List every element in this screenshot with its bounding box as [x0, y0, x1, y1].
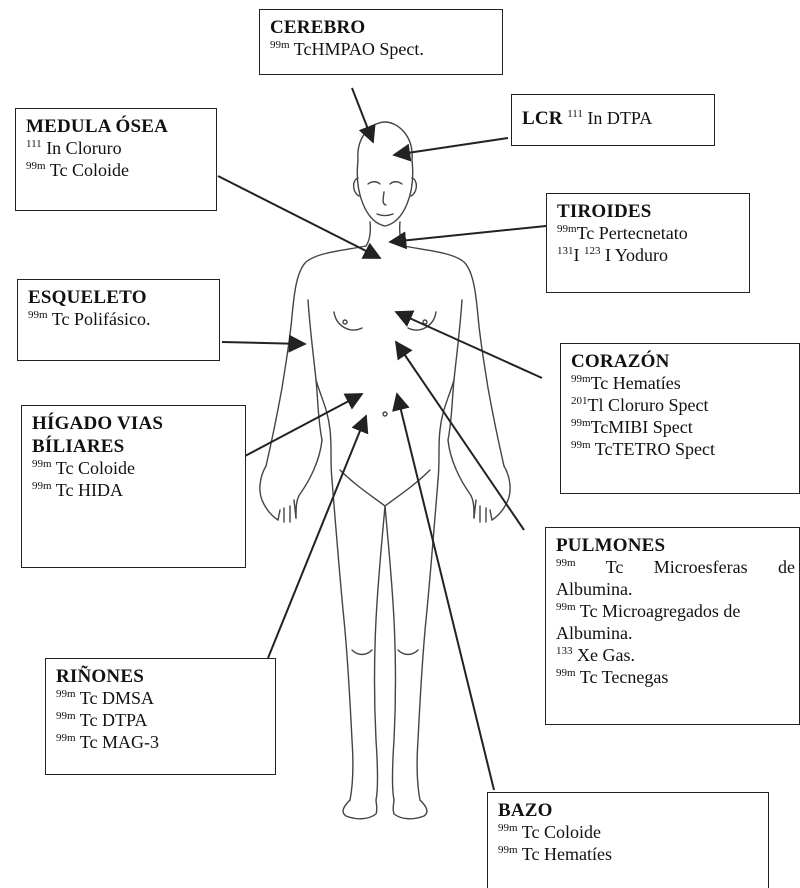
higado-title-1: HÍGADO VIAS — [32, 412, 235, 435]
tiroides-line-2: 131I 123 I Yoduro — [557, 245, 739, 267]
rinones-line-1: 99m Tc DMSA — [56, 688, 265, 710]
box-pulmones: PULMONES 99m Tc Microesferas de Albumina… — [545, 527, 800, 725]
arrow-corazon — [396, 312, 542, 378]
bazo-line-1: 99m Tc Coloide — [498, 822, 758, 844]
rinones-title: RIÑONES — [56, 665, 265, 688]
arrow-esqueleto — [222, 342, 305, 344]
box-medula-osea: MEDULA ÓSEA 111 In Cloruro 99m Tc Coloid… — [15, 108, 217, 211]
arrow-pulmones — [396, 342, 524, 530]
cerebro-line-1: 99m TcHMPAO Spect. — [270, 39, 492, 61]
tiroides-line-1: 99mTc Pertecnetato — [557, 223, 739, 245]
higado-title-2: BÍLIARES — [32, 435, 235, 458]
esqueleto-title: ESQUELETO — [28, 286, 209, 309]
medula-title: MEDULA ÓSEA — [26, 115, 206, 138]
medula-line-2: 99m Tc Coloide — [26, 160, 206, 182]
corazon-line-1: 99mTc Hematíes — [571, 373, 789, 395]
human-body-figure — [260, 122, 510, 819]
box-esqueleto: ESQUELETO 99m Tc Polifásico. — [17, 279, 220, 361]
box-higado-vias-biliares: HÍGADO VIAS BÍLIARES 99m Tc Coloide 99m … — [21, 405, 246, 568]
lcr-line: LCR 111 In DTPA — [522, 107, 704, 130]
pulmones-line-4: Albumina. — [556, 623, 795, 645]
corazon-line-4: 99m TcTETRO Spect — [571, 439, 789, 461]
bazo-line-2: 99m Tc Hematíes — [498, 844, 758, 866]
box-corazon: CORAZÓN 99mTc Hematíes 201Tl Cloruro Spe… — [560, 343, 800, 494]
pulmones-line-2: Albumina. — [556, 579, 795, 601]
arrow-bazo — [397, 394, 494, 790]
pulmones-line-1: 99m Tc Microesferas de — [556, 557, 795, 579]
box-tiroides: TIROIDES 99mTc Pertecnetato 131I 123 I Y… — [546, 193, 750, 293]
pulmones-line-3: 99m Tc Microagregados de — [556, 601, 795, 623]
box-cerebro: CEREBRO 99m TcHMPAO Spect. — [259, 9, 503, 75]
corazon-line-2: 201Tl Cloruro Spect — [571, 395, 789, 417]
medula-line-1: 111 In Cloruro — [26, 138, 206, 160]
higado-line-2: 99m Tc HIDA — [32, 480, 235, 502]
lcr-title: LCR — [522, 108, 563, 129]
pulmones-line-6: 99m Tc Tecnegas — [556, 667, 795, 689]
bazo-title: BAZO — [498, 799, 758, 822]
arrow-cerebro — [352, 88, 373, 142]
cerebro-title: CEREBRO — [270, 16, 492, 39]
box-lcr: LCR 111 In DTPA — [511, 94, 715, 146]
box-rinones: RIÑONES 99m Tc DMSA 99m Tc DTPA 99m Tc M… — [45, 658, 276, 775]
pulmones-line-5: 133 Xe Gas. — [556, 645, 795, 667]
rinones-line-2: 99m Tc DTPA — [56, 710, 265, 732]
arrow-higado — [245, 394, 362, 456]
arrow-medula — [218, 176, 380, 258]
arrow-tiroides — [390, 226, 546, 242]
pulmones-title: PULMONES — [556, 534, 795, 557]
arrow-rinones — [268, 416, 366, 658]
corazon-title: CORAZÓN — [571, 350, 789, 373]
higado-line-1: 99m Tc Coloide — [32, 458, 235, 480]
esqueleto-line-1: 99m Tc Polifásico. — [28, 309, 209, 331]
tiroides-title: TIROIDES — [557, 200, 739, 223]
rinones-line-3: 99m Tc MAG-3 — [56, 732, 265, 754]
box-bazo: BAZO 99m Tc Coloide 99m Tc Hematíes — [487, 792, 769, 888]
corazon-line-3: 99mTcMIBI Spect — [571, 417, 789, 439]
